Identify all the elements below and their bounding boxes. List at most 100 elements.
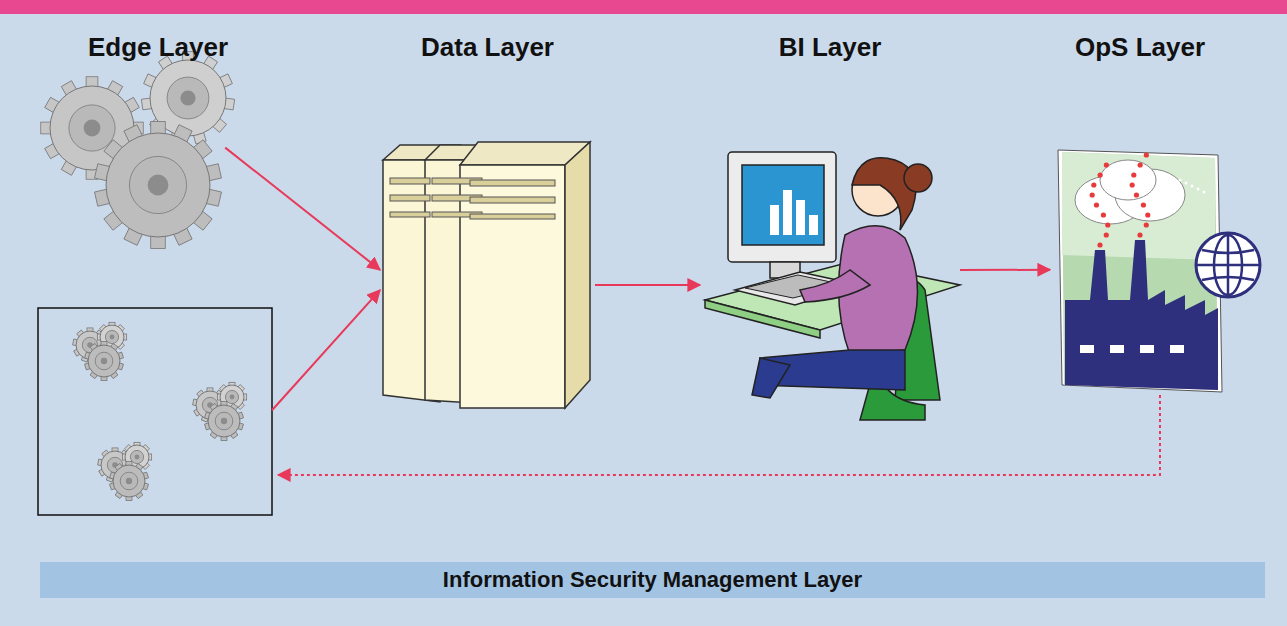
analyst-figure — [752, 358, 790, 398]
factory-picture — [1196, 233, 1260, 297]
analyst-figure — [904, 164, 932, 192]
factory-picture — [1090, 192, 1095, 197]
layer-heading: Edge Layer — [38, 30, 278, 64]
flow-arrow — [272, 290, 380, 410]
factory-picture — [1144, 152, 1149, 157]
gear — [110, 335, 115, 340]
gear — [95, 352, 113, 370]
factory-picture — [1140, 345, 1154, 353]
factory-picture — [1185, 182, 1188, 185]
factory-picture — [1145, 212, 1150, 217]
layer-heading: Data Layer — [380, 30, 595, 64]
gear — [230, 395, 235, 400]
security-band: Information Security Management Layer — [40, 562, 1265, 598]
gear — [150, 60, 226, 136]
server-rack — [383, 142, 590, 408]
layer-column: Edge Layer — [38, 30, 278, 520]
server-rack — [470, 197, 555, 203]
factory-picture — [1105, 222, 1110, 227]
gear-cluster — [41, 52, 235, 249]
factory-picture — [1058, 150, 1260, 392]
gear — [129, 156, 186, 213]
gear — [167, 77, 209, 119]
factory-picture — [1080, 345, 1184, 353]
gear — [113, 465, 145, 497]
gear — [126, 478, 132, 484]
gear — [215, 412, 233, 430]
factory-picture — [1110, 345, 1124, 353]
analyst-figure — [770, 190, 818, 235]
analyst-figure — [783, 190, 792, 235]
factory-picture — [1080, 345, 1094, 353]
analyst-figure — [742, 165, 824, 245]
layer-column: BI Layer — [700, 30, 960, 405]
flow-arrow — [225, 148, 380, 270]
background — [0, 14, 1287, 626]
factory-picture — [1202, 250, 1254, 253]
factory-picture — [1075, 160, 1185, 224]
factory-picture — [1191, 185, 1194, 188]
analyst-figure — [705, 300, 820, 338]
band-label: Information Security Management Layer — [443, 566, 862, 594]
factory-picture — [1091, 182, 1096, 187]
factory-picture — [1131, 172, 1136, 177]
factory-picture — [1130, 182, 1135, 187]
gear — [110, 461, 149, 500]
server-rack — [470, 180, 555, 186]
server-rack — [565, 142, 590, 408]
server-rack — [390, 178, 430, 184]
gear — [101, 358, 107, 364]
factory-picture — [1138, 162, 1143, 167]
factory-picture — [1170, 345, 1184, 353]
factory-picture — [1101, 212, 1106, 217]
server-rack — [390, 195, 430, 201]
factory-picture — [1104, 232, 1109, 237]
factory-picture — [1197, 234, 1259, 296]
gear — [205, 401, 244, 440]
analyst-figure — [852, 158, 916, 230]
flow-arrow — [960, 269, 1050, 271]
analyst-figure — [809, 215, 818, 235]
server-rack — [390, 178, 555, 219]
layer-column: Data Layer — [380, 30, 595, 420]
gear — [85, 341, 124, 380]
analyst-figure — [796, 200, 805, 235]
factory-picture — [1062, 152, 1218, 390]
gear — [69, 105, 115, 151]
layer-heading: OpS Layer — [1050, 30, 1230, 64]
analyst-figure — [770, 205, 779, 235]
layer-column: OpS Layer — [1050, 30, 1230, 395]
factory-picture — [1098, 172, 1103, 177]
gear — [95, 122, 222, 249]
factory-picture — [1090, 152, 1206, 247]
layer-heading: BI Layer — [700, 30, 960, 64]
gear — [180, 90, 195, 105]
factory-picture — [1134, 192, 1139, 197]
analyst-figure — [728, 152, 836, 262]
factory-picture — [1179, 179, 1182, 182]
factory-picture — [1100, 160, 1156, 200]
gear — [208, 405, 240, 437]
analyst-figure — [705, 152, 960, 420]
analyst-figure — [800, 270, 870, 302]
gear — [135, 455, 140, 460]
server-rack — [390, 212, 430, 217]
factory-picture — [1104, 162, 1109, 167]
title-bar — [0, 0, 1287, 14]
factory-picture — [1197, 188, 1200, 191]
gear — [141, 52, 234, 144]
flow-arrow — [595, 284, 700, 286]
factory-picture — [1094, 202, 1099, 207]
factory-picture — [1197, 264, 1259, 267]
device-box — [38, 308, 272, 515]
factory-picture — [1203, 191, 1206, 194]
factory-picture — [1141, 202, 1146, 207]
gear — [106, 133, 210, 237]
gear — [84, 120, 101, 137]
factory-picture — [1097, 242, 1102, 247]
server-rack — [470, 214, 555, 219]
gear — [120, 472, 138, 490]
